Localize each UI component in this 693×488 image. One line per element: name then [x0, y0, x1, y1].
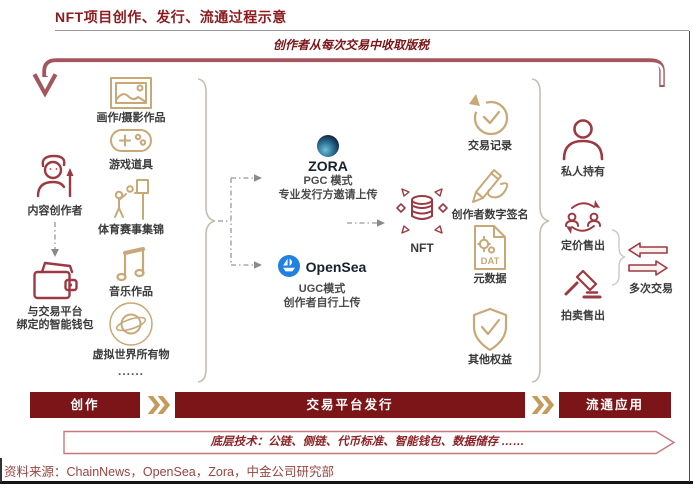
circ-label: 拍卖售出 [561, 310, 605, 322]
wallet-group [29, 256, 81, 304]
metadata-file-icon: DAT [474, 225, 506, 270]
opensea-mode: UGC模式 [298, 283, 346, 295]
multi-trade-arrows-icon [628, 242, 668, 276]
work-item-label: 音乐作品 [109, 286, 153, 298]
work-item-label: 画作/摄影作品 [96, 112, 166, 124]
history-icon [467, 92, 509, 136]
multi-trade-label: 多次交易 [629, 283, 673, 295]
wallet-label-line1: 与交易平台 [27, 306, 83, 318]
circ-item-fixed-price-sale: 定价售出 [534, 196, 632, 253]
circ-item-private-hold: 私人持有 [534, 116, 632, 179]
zora-logo [317, 135, 339, 157]
work-item-virtual-world: 虚拟世界所有物 [81, 301, 181, 362]
attr-label: 其他权益 [468, 354, 512, 366]
stage-banner-issue: 交易平台发行 [175, 392, 525, 418]
attr-item-signature: 创作者数字签名 [432, 161, 548, 222]
platform-opensea: OpenSea UGC模式 创作者自行上传 [252, 254, 392, 311]
work-item-label: 游戏道具 [109, 159, 153, 171]
title-rule [55, 30, 689, 31]
opensea-name: OpenSea [305, 258, 367, 275]
nft-group: NFT [392, 187, 452, 256]
stage-banner-circulate: 流通应用 [559, 392, 671, 418]
nft-label: NFT [410, 241, 434, 255]
left-border-line [0, 458, 2, 482]
royalty-note: 创作者从每次交易中收取版税 [272, 38, 429, 52]
circ-item-auction-sale: 拍卖售出 [534, 266, 632, 323]
nft-token-icon [396, 188, 448, 234]
work-item-paintings: 画作/摄影作品 [81, 76, 181, 125]
stage-banner-create: 创作 [30, 392, 140, 418]
person-icon [562, 119, 604, 161]
music-note-icon [116, 247, 145, 282]
attr-label: 创作者数字签名 [451, 209, 529, 221]
opensea-logo [277, 255, 300, 277]
bottom-rule [0, 481, 693, 484]
stage-chevron-icon [147, 396, 171, 414]
work-item-sports: 体育赛事集锦 [81, 178, 181, 237]
signature-pen-icon [472, 169, 509, 203]
zora-mode: PGC 模式 [303, 175, 353, 187]
figure-title: NFT项目创作、发行、流通过程示意 [55, 9, 287, 25]
picture-frame-icon [110, 77, 152, 109]
multi-trade-group [627, 241, 669, 277]
tech-bar-text: 底层技术：公链、侧链、代币标准、智能钱包、数据储存 …… [210, 436, 525, 448]
work-item-music: 音乐作品 [81, 244, 181, 299]
wallet-icon [33, 261, 78, 300]
opensea-desc: 创作者自行上传 [283, 297, 361, 310]
shield-check-icon [472, 307, 508, 352]
work-item-label: 体育赛事集锦 [98, 224, 164, 236]
zora-name: ZORA [308, 158, 348, 174]
attr-label: 元数据 [473, 273, 507, 285]
right-border-line [688, 31, 690, 482]
source-line: 资料来源：ChainNews，OpenSea，Zora，中金公司研究部 [4, 465, 334, 479]
works-ellipsis: ...... [117, 364, 144, 378]
work-item-label: 虚拟世界所有物 [92, 349, 170, 361]
price-sale-icon [565, 200, 601, 234]
circ-label: 定价售出 [561, 240, 605, 252]
attr-item-other-rights: 其他权益 [432, 307, 548, 367]
painter-icon [36, 154, 74, 198]
wallet-label: 与交易平台 绑定的智能钱包 [3, 306, 107, 333]
zora-desc: 专业发行方邀请上传 [278, 189, 378, 202]
wallet-label-line2: 绑定的智能钱包 [16, 319, 94, 332]
gamepad-icon [110, 129, 152, 152]
attr-label: 交易记录 [468, 140, 512, 152]
platform-zora: ZORA PGC 模式 专业发行方邀请上传 [258, 135, 398, 203]
auction-gavel-icon [564, 269, 602, 299]
circ-label: 私人持有 [561, 166, 605, 178]
attr-item-metadata: DAT 元数据 [432, 224, 548, 286]
work-item-game-props: 游戏道具 [81, 125, 181, 172]
dat-badge: DAT [481, 256, 500, 267]
attr-item-tx-history: 交易记录 [432, 92, 548, 153]
stage-chevron-icon [531, 396, 555, 414]
sports-highlight-icon [114, 179, 149, 220]
virtual-world-icon [109, 302, 153, 346]
brace-works [197, 78, 216, 383]
creator-group [30, 150, 80, 202]
creator-label: 内容创作者 [27, 205, 83, 217]
